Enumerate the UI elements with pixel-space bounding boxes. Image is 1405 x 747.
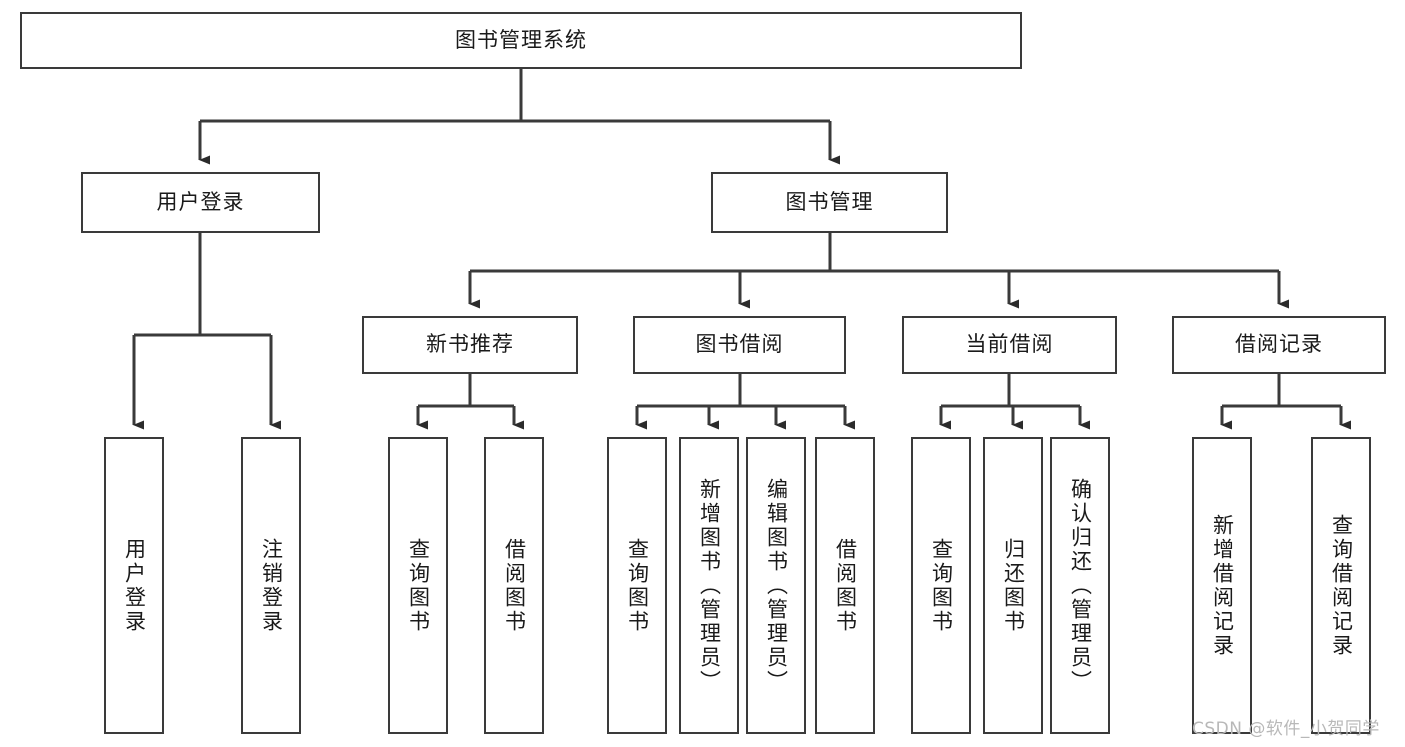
node-leaf-borrow-book-1-label: 借阅图书 [502, 537, 527, 634]
node-leaf-edit-book-label: 编辑图书（管理员） [764, 477, 789, 694]
node-user-login-label: 用户登录 [156, 189, 245, 214]
node-leaf-query-book-3-label: 查询图书 [929, 537, 954, 634]
node-user-login[interactable]: 用户登录 [81, 172, 320, 233]
node-leaf-query-record[interactable]: 查询借阅记录 [1311, 437, 1371, 734]
node-leaf-return-book-label: 归还图书 [1001, 537, 1026, 634]
node-leaf-query-book-2[interactable]: 查询图书 [607, 437, 667, 734]
node-current-borrow-label: 当前借阅 [965, 332, 1054, 357]
node-leaf-query-book-1[interactable]: 查询图书 [388, 437, 448, 734]
node-new-book-recommend-label: 新书推荐 [426, 332, 514, 357]
node-leaf-query-book-2-label: 查询图书 [625, 537, 650, 634]
node-leaf-edit-book[interactable]: 编辑图书（管理员） [746, 437, 806, 734]
node-book-borrow-label: 图书借阅 [695, 332, 784, 357]
node-leaf-borrow-book-1[interactable]: 借阅图书 [484, 437, 544, 734]
node-leaf-query-book-1-label: 查询图书 [406, 537, 431, 634]
node-leaf-return-book[interactable]: 归还图书 [983, 437, 1043, 734]
node-current-borrow[interactable]: 当前借阅 [902, 316, 1117, 374]
node-leaf-add-book-label: 新增图书（管理员） [697, 477, 722, 694]
node-leaf-confirm-return[interactable]: 确认归还（管理员） [1050, 437, 1110, 734]
node-borrow-record-label: 借阅记录 [1235, 332, 1323, 357]
node-leaf-confirm-return-label: 确认归还（管理员） [1068, 477, 1093, 694]
node-leaf-logout[interactable]: 注销登录 [241, 437, 301, 734]
node-book-manage[interactable]: 图书管理 [711, 172, 948, 233]
node-leaf-add-record[interactable]: 新增借阅记录 [1192, 437, 1252, 734]
node-leaf-borrow-book-2[interactable]: 借阅图书 [815, 437, 875, 734]
node-leaf-query-record-label: 查询借阅记录 [1329, 513, 1354, 658]
node-leaf-query-book-3[interactable]: 查询图书 [911, 437, 971, 734]
node-leaf-borrow-book-2-label: 借阅图书 [833, 537, 858, 634]
node-leaf-user-login[interactable]: 用户登录 [104, 437, 164, 734]
node-book-manage-label: 图书管理 [785, 189, 874, 214]
node-leaf-add-book[interactable]: 新增图书（管理员） [679, 437, 739, 734]
node-root[interactable]: 图书管理系统 [20, 12, 1022, 69]
node-borrow-record[interactable]: 借阅记录 [1172, 316, 1386, 374]
node-book-borrow[interactable]: 图书借阅 [633, 316, 846, 374]
node-leaf-add-record-label: 新增借阅记录 [1210, 513, 1235, 658]
csdn-watermark: CSDN @软件_小贺同学 [1192, 719, 1380, 739]
node-leaf-user-login-label: 用户登录 [122, 537, 147, 634]
node-leaf-logout-label: 注销登录 [259, 537, 284, 634]
node-new-book-recommend[interactable]: 新书推荐 [362, 316, 578, 374]
node-root-label: 图书管理系统 [455, 27, 587, 52]
